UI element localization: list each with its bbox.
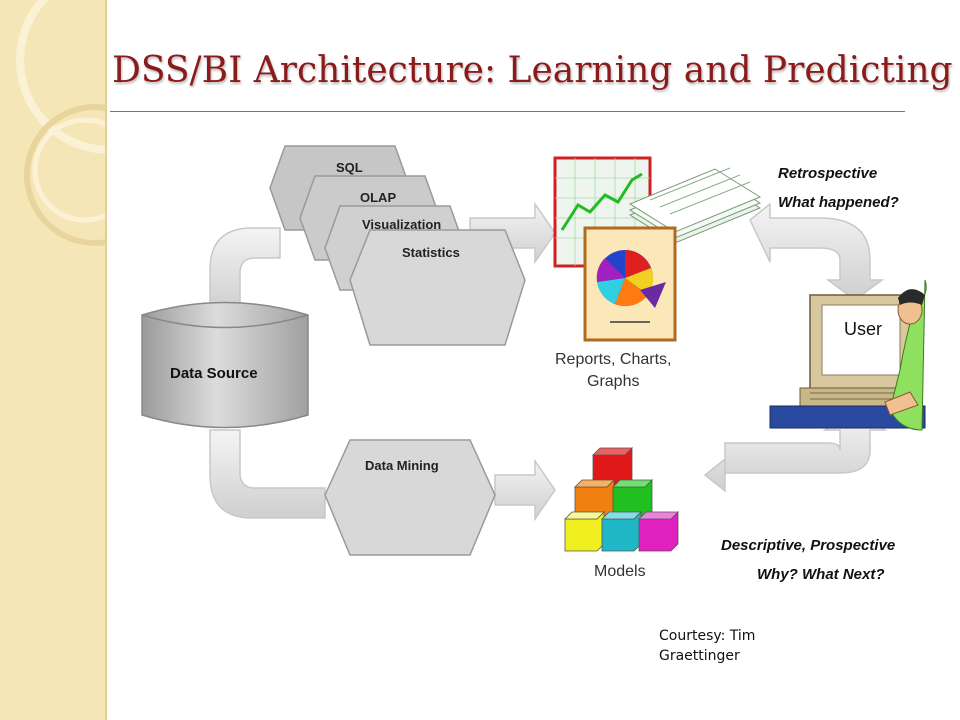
retro-line2: What happened?	[778, 194, 899, 211]
user-illustration: User	[769, 279, 927, 431]
reports-label-line1: Reports, Charts,	[555, 351, 671, 368]
data-source-cylinder: Data Source	[141, 301, 309, 429]
tool-label-sql: SQL	[336, 160, 363, 175]
pro-line2: Why? What Next?	[757, 566, 885, 583]
tool-label-olap: OLAP	[360, 190, 396, 205]
architecture-diagram: SQL OLAP Visualization Statistics Data S…	[141, 145, 927, 583]
tool-stack: SQL OLAP Visualization Statistics	[269, 145, 526, 346]
retro-line1: Retrospective	[778, 165, 877, 182]
models-label: Models	[594, 563, 646, 580]
user-label: User	[844, 319, 882, 339]
reports-label-line2: Graphs	[587, 373, 639, 390]
pro-line1: Descriptive, Prospective	[721, 537, 895, 554]
tool-label-statistics: Statistics	[402, 245, 460, 260]
reports-charts-icon: Reports, Charts, Graphs	[553, 156, 762, 390]
credit-text: Courtesy: Tim Graettinger	[659, 628, 756, 664]
slide-title: DSS/BI Architecture: Learning and Predic…	[112, 50, 953, 91]
models-cubes: Models	[564, 447, 679, 580]
tool-label-visualization: Visualization	[362, 217, 441, 232]
data-source-label: Data Source	[170, 365, 258, 382]
data-mining-hexagon: Data Mining	[324, 439, 496, 556]
title-divider	[110, 111, 905, 112]
sidebar-decoration	[0, 0, 107, 720]
data-mining-label: Data Mining	[365, 458, 439, 473]
